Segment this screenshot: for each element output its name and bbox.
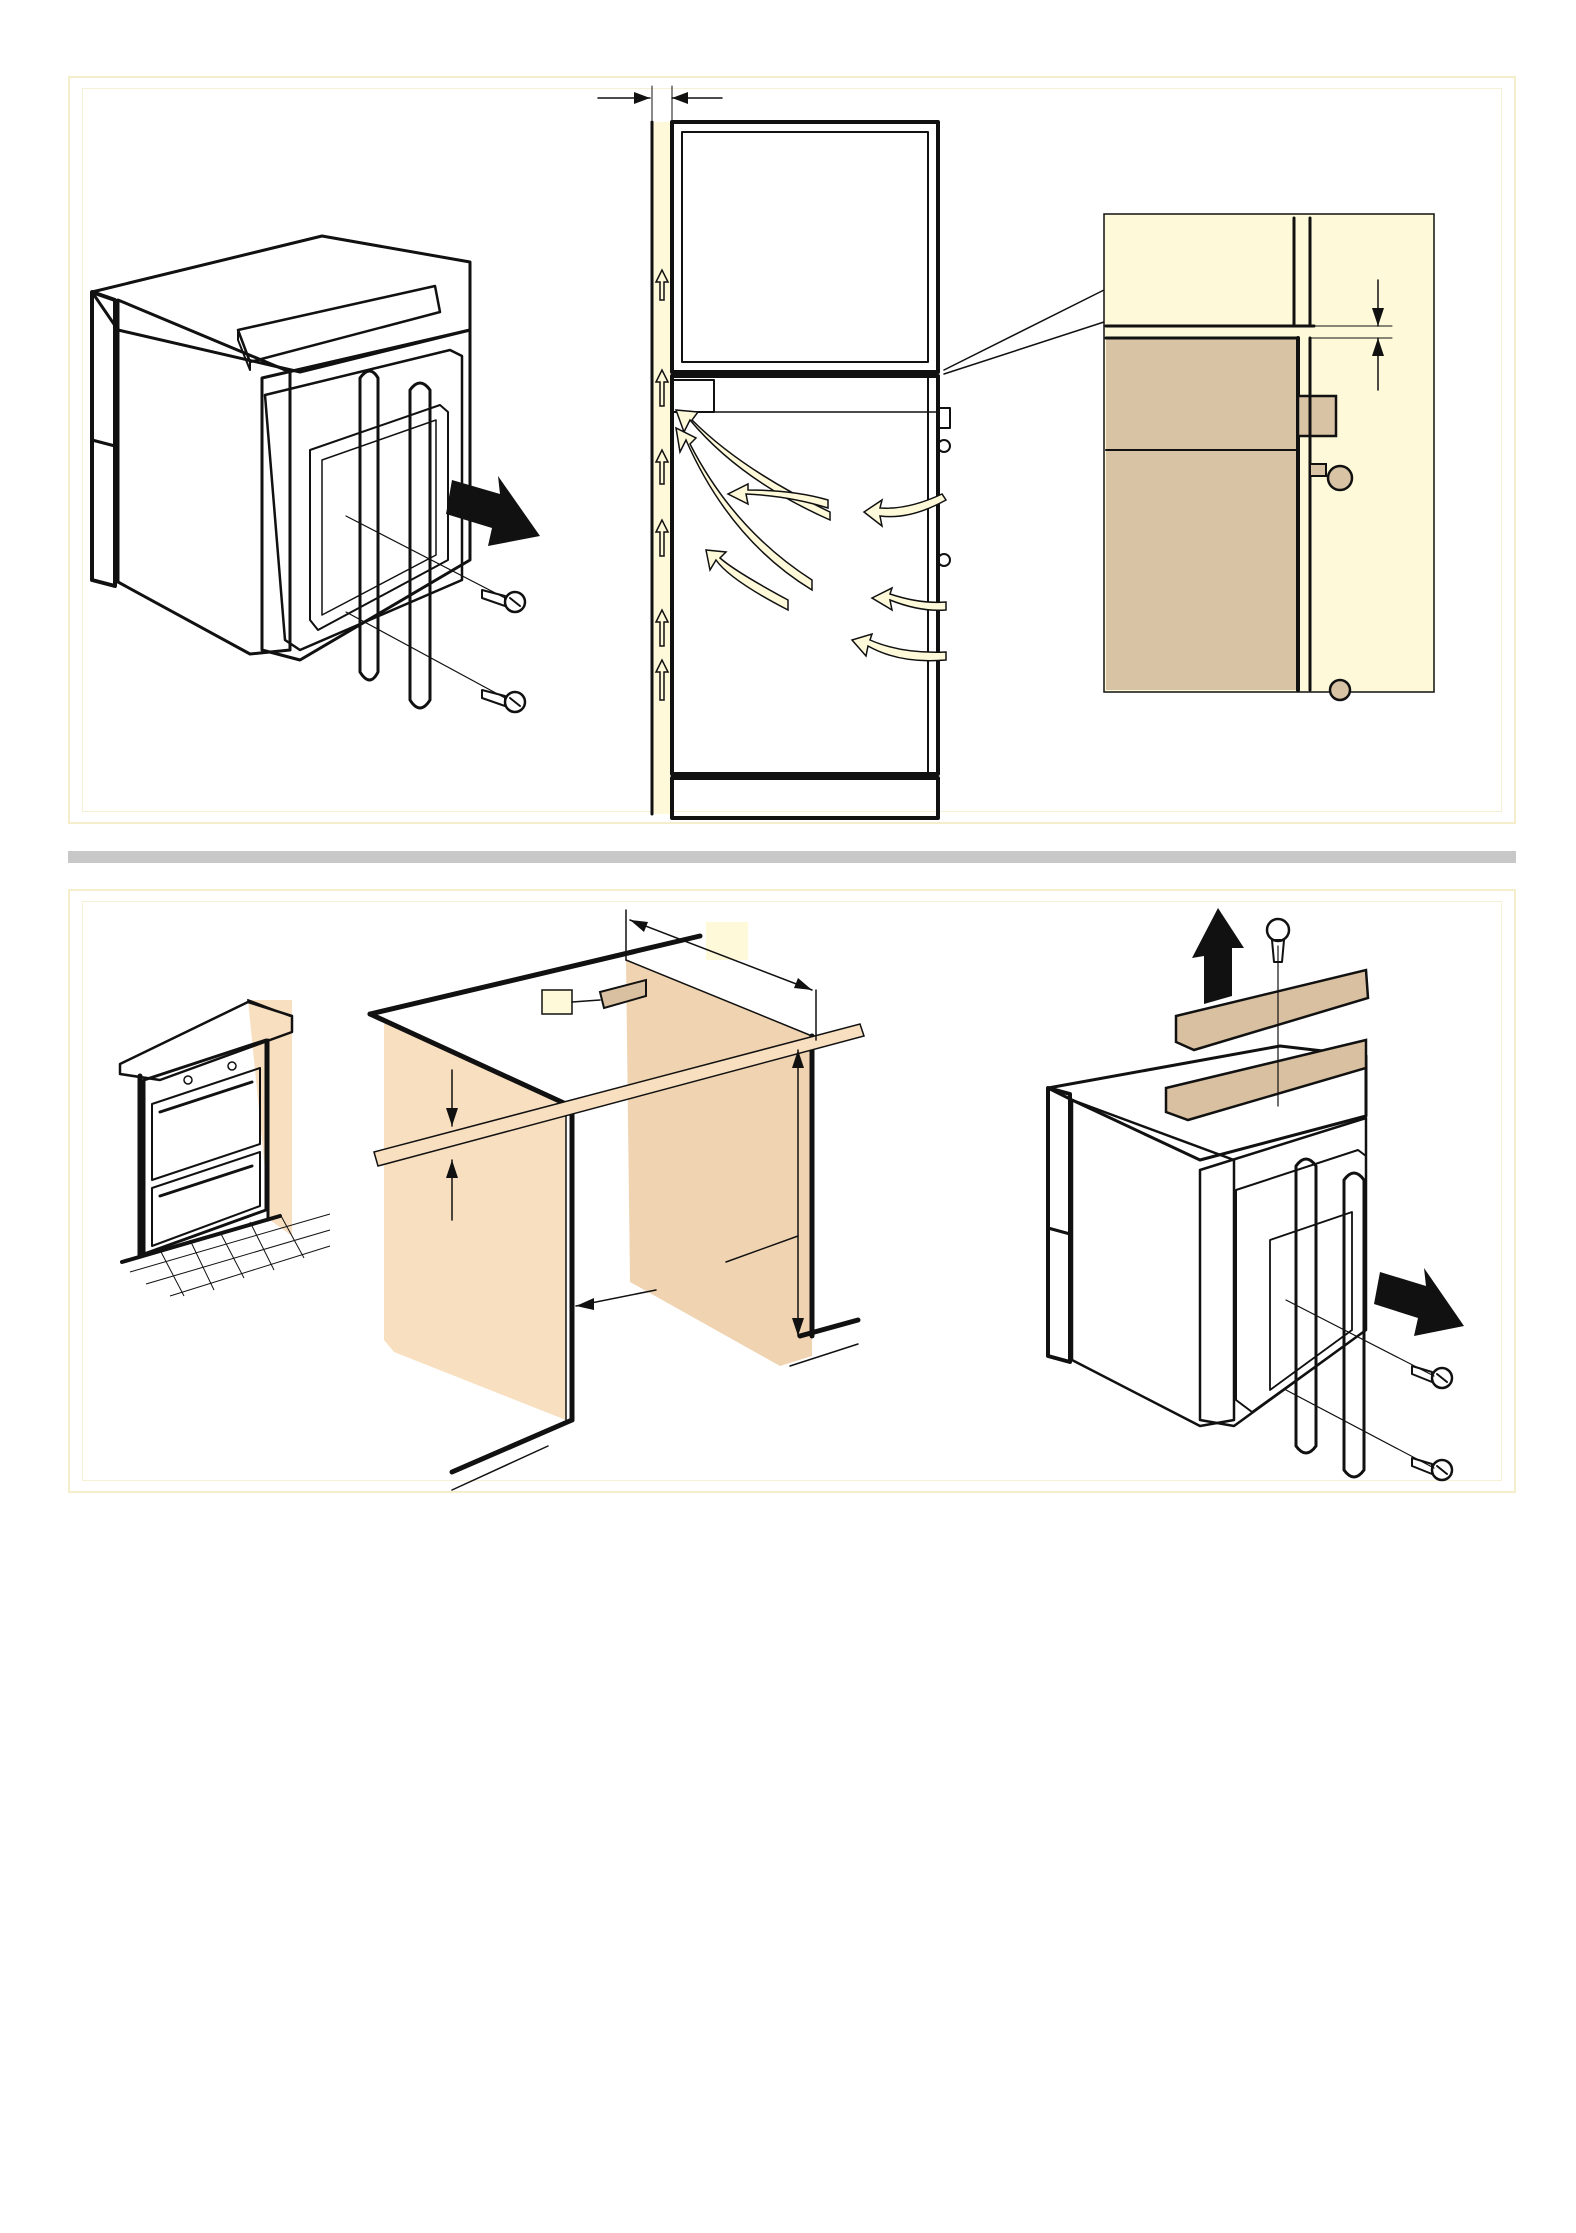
oven-front-frame (92, 292, 115, 586)
oven-body-front (262, 330, 470, 660)
cabinet-ventilation-cross-section (598, 86, 1104, 818)
oven2-rear-box (1236, 1150, 1366, 1412)
detail-knob-stem (1310, 464, 1326, 476)
housing-cabinet-dimensions (370, 910, 864, 1490)
base-depth-arrow (576, 1298, 594, 1310)
screw-upper (482, 590, 525, 612)
depth-arrow-left (630, 920, 648, 932)
upper-cabinet-inner (682, 132, 928, 362)
gap-arrow-left (634, 92, 650, 104)
pull-out-arrow (446, 476, 540, 546)
kitchen-plinth (122, 1216, 280, 1262)
oven2-cavity (1270, 1212, 1352, 1390)
detail-oven-body (1106, 338, 1298, 690)
oven-top-trim-strips-removal (1048, 908, 1464, 1480)
ventilation-gap-detail (1104, 214, 1434, 700)
oven2-front-frame (1048, 1088, 1070, 1362)
side-trim-strip-right (410, 383, 430, 708)
lift-up-arrow (1192, 908, 1244, 1004)
screw2-upper (1412, 1366, 1452, 1388)
cabinet-plinth-left (452, 1420, 572, 1472)
floor-tiles (130, 1214, 330, 1296)
depth-label-box (706, 922, 748, 960)
oven-top-face (92, 236, 470, 372)
top-trim-strip-lower (1166, 1040, 1366, 1120)
top-trim-strip (238, 286, 440, 362)
bracket-label-box (542, 990, 572, 1014)
depth-arrow-right (794, 978, 812, 990)
pull-out-arrow-2 (1374, 1268, 1464, 1336)
screw-lower (482, 690, 525, 712)
side-trim-strip-left (360, 371, 378, 680)
gap-arrow-right (672, 92, 688, 104)
screw2-lower (1412, 1458, 1452, 1480)
upper-cabinet (672, 122, 938, 372)
bracket-leader-line (572, 1000, 600, 1002)
oven-body-side (118, 300, 290, 654)
screw2-guide-lower (1286, 1390, 1434, 1468)
cabinet-right-panel (626, 960, 812, 1366)
detail-knob-upper (1328, 466, 1352, 490)
screw-guide-line-lower (346, 612, 505, 698)
oven2-front-divider (1048, 1228, 1070, 1234)
lower-cabinet (672, 778, 938, 818)
kitchen-built-in-oven (120, 1000, 330, 1296)
oven-side-trim-strips-removal (92, 236, 540, 712)
curved-airflow-arrows (676, 410, 830, 610)
cabinet-left-panel (384, 1020, 566, 1420)
detail-control-tab (1298, 396, 1336, 436)
inlet-air-arrows (852, 494, 946, 661)
oven-top-gap (672, 380, 714, 412)
detail-callout-lines (944, 290, 1104, 374)
side-trim-strip-2-left (1296, 1159, 1316, 1453)
kitchen-oven-knob-2 (228, 1062, 236, 1070)
detail-knob-lower (1330, 680, 1350, 700)
kitchen-oven-knob-1 (184, 1076, 192, 1084)
oven-front-divider (92, 440, 115, 446)
oven2-body-side (1072, 1100, 1234, 1426)
side-trim-strip-2-right (1344, 1173, 1364, 1477)
